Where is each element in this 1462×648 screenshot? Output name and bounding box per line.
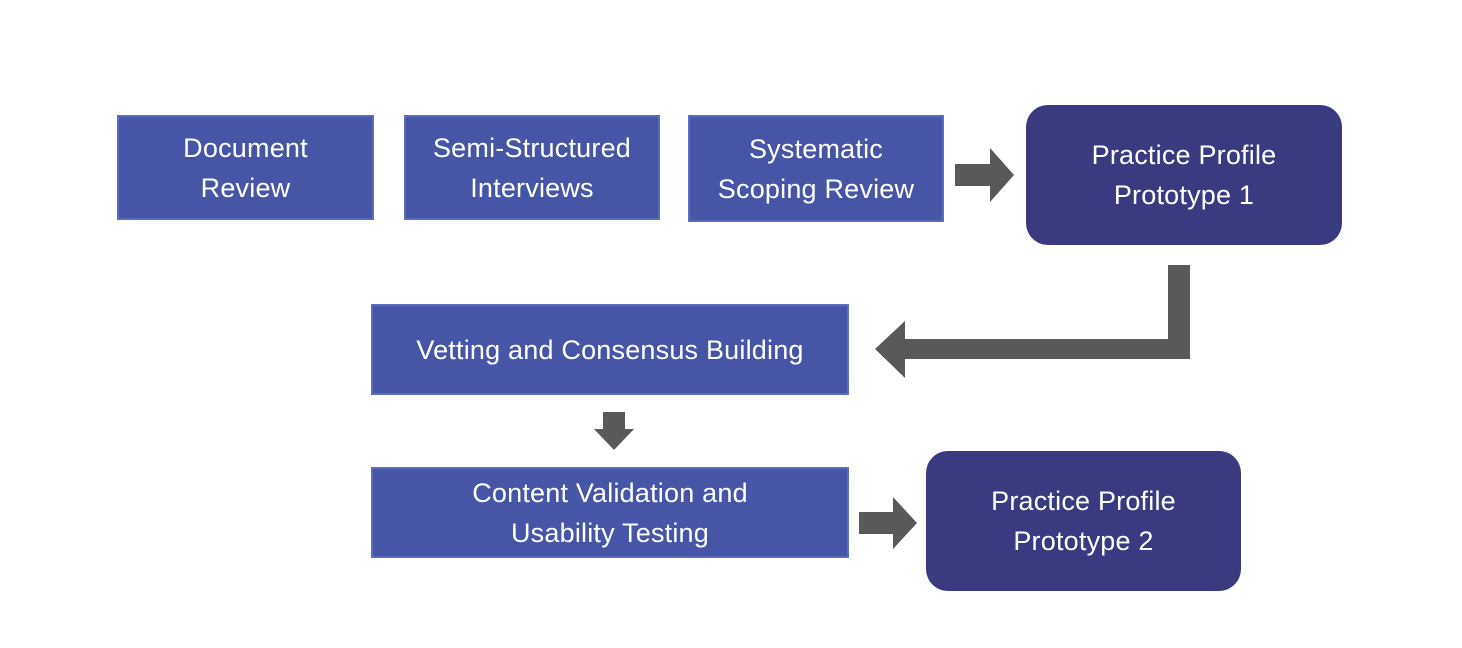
arrow-right-to-prototype-2 [859,497,917,549]
arrow-down-to-content-validation [594,412,634,450]
arrow-prototype-1-to-vetting [875,265,1190,378]
step-label: Vetting and Consensus Building [416,334,804,365]
arrow-right-to-prototype-1 [955,148,1014,202]
step-vetting-consensus-building: Vetting and Consensus Building [371,304,849,395]
